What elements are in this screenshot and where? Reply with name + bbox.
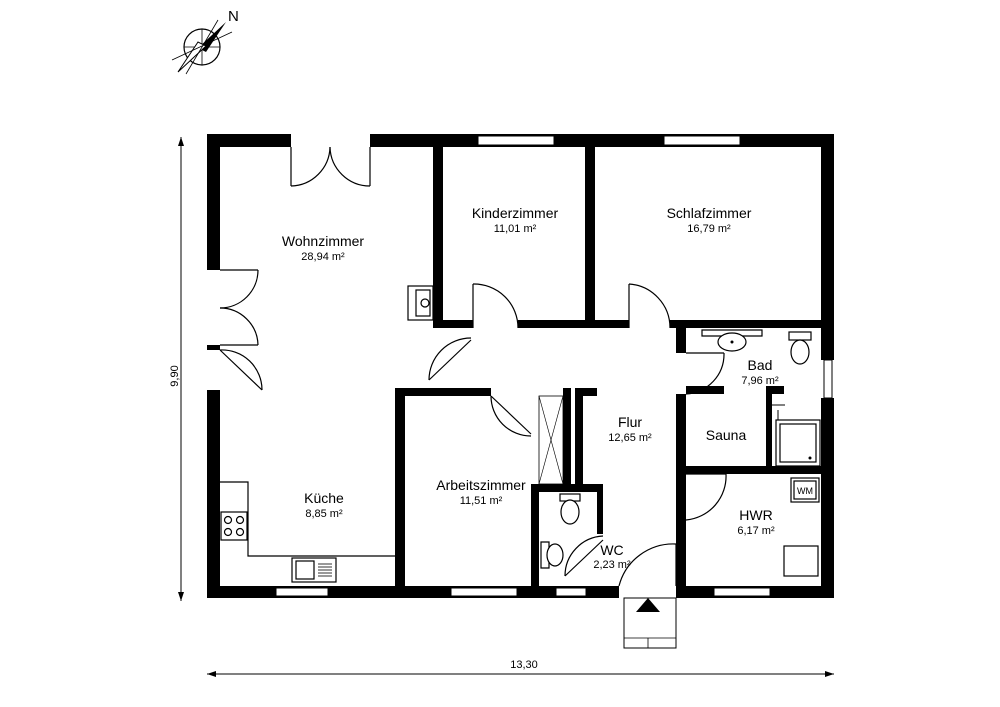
- compass-rose-icon: [171, 19, 233, 75]
- room-name-kueche: Küche: [304, 490, 344, 506]
- shower-icon: [772, 404, 821, 467]
- stove-icon: [407, 285, 434, 321]
- boiler-icon: [783, 545, 819, 577]
- compass-north-label: N: [228, 8, 239, 25]
- washing-machine-icon: [790, 477, 820, 503]
- room-name-flur: Flur: [618, 414, 642, 430]
- room-name-wohnzimmer: Wohnzimmer: [282, 233, 365, 249]
- installation-shaft: [538, 395, 564, 485]
- toilet-icon: [788, 331, 812, 365]
- room-area-kueche: 8,85 m²: [305, 508, 343, 520]
- room-area-hwr: 6,17 m²: [737, 525, 775, 537]
- room-area-schlafzimmer: 16,79 m²: [687, 223, 731, 235]
- width-dimension-line: [207, 671, 834, 677]
- interior-walls: [395, 134, 834, 586]
- wc-toilet-icon: [559, 493, 581, 525]
- room-name-schlafzimmer: Schlafzimmer: [667, 205, 752, 221]
- washing-machine-label: WM: [797, 486, 813, 496]
- doors: [219, 146, 727, 587]
- windows: [275, 135, 833, 597]
- room-name-hwr: HWR: [739, 507, 772, 523]
- brand-label: McGrundriss: [212, 166, 218, 200]
- width-dimension-label: 13,30: [510, 659, 538, 671]
- entrance-step: [623, 597, 677, 649]
- room-area-kinderzimmer: 11,01 m²: [494, 223, 537, 235]
- room-area-wohnzimmer: 28,94 m²: [301, 251, 345, 263]
- room-name-sauna: Sauna: [706, 427, 747, 443]
- room-area-wc: 2,23 m²: [593, 559, 631, 571]
- room-name-bad: Bad: [748, 357, 773, 373]
- height-dimension-line: [178, 137, 184, 601]
- room-area-bad: 7,96 m²: [741, 375, 779, 387]
- kitchen-counter: [220, 481, 403, 583]
- room-name-arbeitszimmer: Arbeitszimmer: [436, 477, 526, 493]
- height-dimension-label: 9,90: [169, 365, 181, 386]
- room-name-kinderzimmer: Kinderzimmer: [472, 205, 559, 221]
- bathroom-sinks-icon: [701, 329, 763, 352]
- room-area-flur: 12,65 m²: [608, 432, 652, 444]
- entrance-arrow-icon: [636, 598, 660, 612]
- room-name-wc: WC: [600, 542, 623, 558]
- cooktop-icon: [220, 511, 248, 541]
- wc-sink-icon: [540, 541, 564, 569]
- room-area-arbeitszimmer: 11,51 m²: [460, 495, 503, 507]
